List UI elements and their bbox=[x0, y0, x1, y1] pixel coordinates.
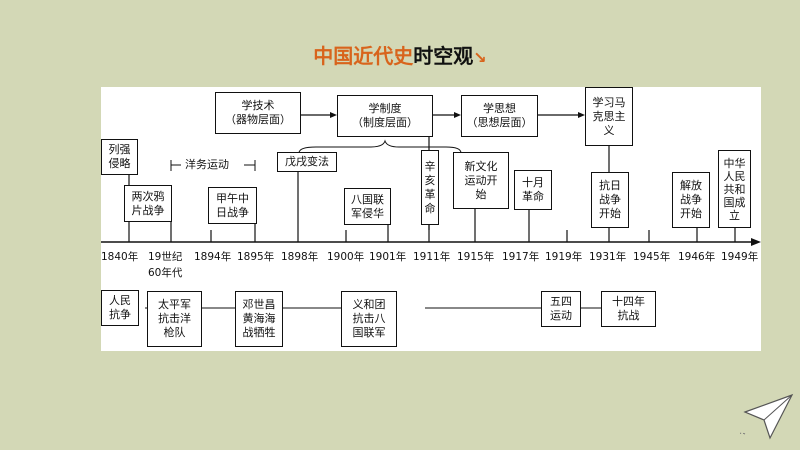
year-1840: 1840年 bbox=[101, 251, 139, 263]
event-westernization: 洋务运动 bbox=[185, 158, 229, 171]
event-deng-shichang: 邓世昌 黄海海 战牺牲 bbox=[235, 291, 283, 347]
event-taiping-army: 太平军 抗击洋 枪队 bbox=[147, 291, 202, 347]
year-1895: 1895年 bbox=[237, 251, 275, 263]
event-people-resistance: 人民 抗争 bbox=[101, 290, 139, 326]
timeline-panel: 学技术 （器物层面） 学制度 （制度层面） 学思想 （思想层面） 学习马 克思主… bbox=[101, 87, 761, 351]
title-part1: 中国近代史 bbox=[313, 44, 414, 68]
event-october-revolution: 十月 革命 bbox=[514, 170, 552, 210]
year-1945: 1945年 bbox=[633, 251, 671, 263]
event-eight-nation: 八国联 军侵华 bbox=[344, 188, 391, 225]
year-1901: 1901年 bbox=[369, 251, 407, 263]
year-1915: 1915年 bbox=[457, 251, 495, 263]
event-opium-wars: 两次鸦 片战争 bbox=[124, 185, 172, 222]
event-may-fourth: 五四 运动 bbox=[541, 291, 581, 327]
event-prc-founding: 中华 人民 共和 国成 立 bbox=[718, 150, 751, 228]
box-learn-marxism: 学习马 克思主 义 bbox=[585, 87, 633, 146]
year-1946: 1946年 bbox=[678, 251, 716, 263]
event-xinhai: 辛 亥 革 命 bbox=[421, 150, 439, 225]
year-1860s: 60年代 bbox=[148, 267, 183, 279]
year-1949: 1949年 bbox=[721, 251, 759, 263]
event-boxer-resistance: 义和团 抗击八 国联军 bbox=[341, 291, 397, 347]
event-new-culture: 新文化 运动开 始 bbox=[453, 152, 509, 209]
box-learn-ideas: 学思想 （思想层面） bbox=[461, 95, 538, 137]
page-title: 中国近代史时空观↘ bbox=[0, 40, 800, 69]
box-learn-technology: 学技术 （器物层面） bbox=[215, 92, 301, 134]
event-sino-japanese-war: 甲午中 日战争 bbox=[208, 187, 257, 224]
event-liegiang: 列强 侵略 bbox=[101, 139, 138, 175]
year-1931: 1931年 bbox=[589, 251, 627, 263]
title-arrow-icon: ↘ bbox=[473, 48, 487, 67]
year-1898: 1898年 bbox=[281, 251, 319, 263]
year-1919: 1919年 bbox=[545, 251, 583, 263]
event-reform: 戊戌变法 bbox=[277, 152, 337, 172]
year-19th-century: 19世纪 bbox=[148, 251, 183, 263]
event-anti-japanese-war: 抗日 战争 开始 bbox=[591, 172, 629, 228]
year-1917: 1917年 bbox=[502, 251, 540, 263]
event-liberation-war: 解放 战争 开始 bbox=[672, 172, 710, 228]
box-learn-institutions: 学制度 （制度层面） bbox=[337, 95, 433, 137]
paper-plane-icon bbox=[740, 393, 794, 440]
year-1911: 1911年 bbox=[413, 251, 451, 263]
year-1894: 1894年 bbox=[194, 251, 232, 263]
title-part2: 时空观 bbox=[413, 44, 474, 68]
year-1900: 1900年 bbox=[327, 251, 365, 263]
event-fourteen-year-war: 十四年 抗战 bbox=[601, 291, 656, 327]
